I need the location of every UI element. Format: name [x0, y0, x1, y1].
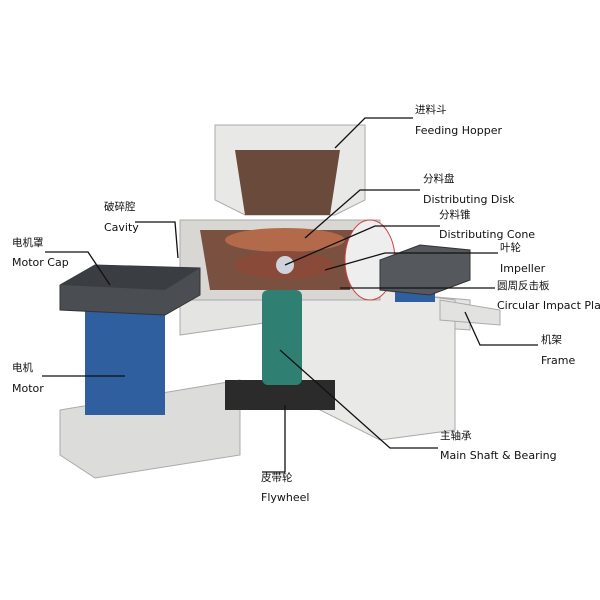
distributing-cone-en: Distributing Cone — [439, 228, 536, 241]
flywheel-zh: 皮带轮 — [261, 472, 293, 484]
feeding-hopper-en: Feeding Hopper — [415, 124, 503, 137]
distributing-cone-zh: 分料锥 — [439, 209, 471, 221]
leader-flywheel — [262, 405, 286, 473]
distributing-disk-zh: 分料盘 — [423, 173, 455, 185]
impact-plate-zh: 圆周反击板 — [497, 280, 550, 292]
main-shaft-zh: 主轴承 — [440, 430, 472, 442]
frame-en: Frame — [541, 354, 576, 367]
frame-right-leg — [299, 289, 456, 441]
distributing-disk — [225, 228, 345, 252]
motor-right-cap — [379, 244, 471, 296]
impeller-en: Impeller — [500, 262, 546, 275]
motor-cap-top — [60, 265, 200, 290]
distributing-disk-en: Distributing Disk — [423, 193, 515, 206]
hopper-inner — [235, 150, 340, 215]
leader-main-shaft — [279, 349, 438, 449]
leader-distributing-cone — [284, 225, 440, 266]
leader-impeller — [324, 252, 498, 271]
leader-distributing-disk — [304, 189, 420, 239]
motor-cap-zh: 电机罩 — [12, 237, 44, 249]
motor-body — [85, 305, 165, 415]
flywheel-en: Flywheel — [261, 491, 310, 504]
impeller-zh: 叶轮 — [500, 242, 521, 254]
main-shaft — [262, 290, 302, 385]
impact-plate-en: Circular Impact Plate — [497, 299, 600, 312]
frame-zh: 机架 — [541, 334, 562, 346]
main-shaft-en: Main Shaft & Bearing — [440, 449, 557, 462]
motor-en: Motor — [12, 382, 44, 395]
leader-cavity — [135, 221, 179, 259]
leader-lines — [42, 117, 538, 473]
motor-cap-en: Motor Cap — [12, 256, 69, 269]
cavity-en: Cavity — [104, 221, 139, 234]
motor-zh: 电机 — [12, 362, 33, 374]
frame-beam — [439, 299, 501, 326]
leader-motor-cap — [45, 251, 111, 286]
cavity-zh: 破碎腔 — [104, 201, 136, 213]
leader-feeding-hopper — [334, 117, 413, 149]
feeding-hopper-zh: 进料斗 — [415, 104, 447, 116]
leader-frame — [464, 311, 538, 346]
